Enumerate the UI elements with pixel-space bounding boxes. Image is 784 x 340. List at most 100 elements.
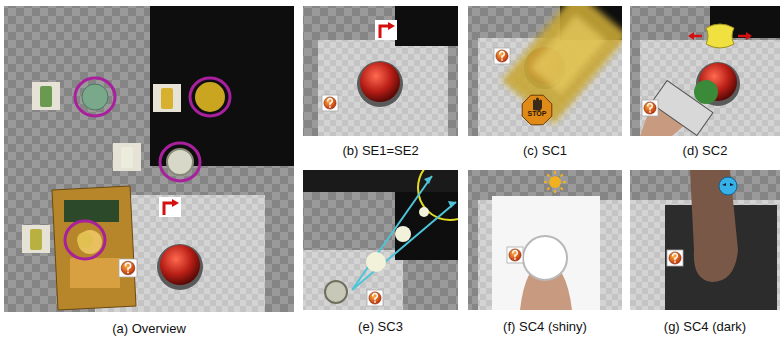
detection-ellipse: [190, 78, 230, 116]
arrow-head: [688, 32, 752, 40]
double-arrow: [690, 35, 750, 38]
icon-background: [119, 259, 137, 277]
sun-icon: [544, 171, 566, 193]
dark-cloth: [395, 6, 458, 46]
dark-cloth: [150, 6, 294, 166]
photo-panel: [4, 6, 294, 312]
yellow-can-top: [195, 82, 225, 112]
can-top: [325, 281, 347, 303]
arrow-icon: [159, 197, 181, 217]
snack-bag: [52, 186, 136, 310]
question-dot: [374, 301, 376, 303]
sun-rays: [544, 171, 566, 193]
question-mark: [500, 52, 505, 58]
green-cap: [694, 80, 718, 104]
bright-area: [492, 196, 600, 310]
question-icon: [667, 250, 683, 266]
stop-sign-text: STOP: [528, 110, 547, 118]
icon-background: [159, 197, 181, 217]
icon-disc: [669, 252, 681, 264]
icon-background: [322, 95, 338, 111]
trajectory-head: [424, 176, 456, 208]
arrow-head: [388, 22, 395, 30]
bag-print: [64, 200, 119, 222]
icon-disc: [509, 249, 521, 261]
icon-background: [367, 290, 383, 306]
button-base: [357, 61, 403, 107]
question-dot: [674, 261, 676, 263]
question-icon: [494, 48, 510, 64]
question-mark: [125, 263, 130, 270]
blurred-can-label: [530, 15, 606, 94]
bent-arrow: [164, 203, 173, 215]
panel-caption: (e) SC3: [358, 316, 403, 338]
dark-cloth: [303, 170, 458, 192]
button-base: [157, 244, 203, 290]
arrow-icon: [375, 20, 397, 40]
panel-caption: (d) SC2: [683, 140, 728, 162]
question-dot: [127, 271, 129, 273]
object-thumbnail: [32, 82, 60, 110]
icon-background: [494, 48, 510, 64]
icon-disc: [719, 177, 737, 195]
photo-panel: [468, 170, 622, 310]
question-dot: [329, 106, 331, 108]
icon-disc: [369, 292, 381, 304]
floor-background: [4, 6, 294, 312]
shiny-can: [523, 236, 567, 280]
red-button: [160, 245, 200, 285]
trajectory-point: [366, 252, 386, 272]
stop-octagon: [522, 95, 552, 125]
panel-caption: (f) SC4 (shiny): [503, 316, 587, 338]
question-dot: [501, 59, 503, 61]
question-mark: [673, 254, 678, 260]
question-mark: [513, 251, 518, 257]
image-panel: (d) SC2: [630, 6, 780, 162]
trajectory-wedge: [352, 176, 456, 290]
trajectory-point: [419, 207, 429, 217]
floor-background: [303, 170, 458, 310]
object-thumbnail: [153, 84, 181, 112]
panel-caption: (b) SE1=SE2: [342, 140, 418, 162]
sun-disc: [549, 176, 561, 188]
dark-icon: [719, 177, 737, 195]
detection-ellipse: [75, 78, 115, 116]
question-dot: [514, 258, 516, 260]
white-can-top: [167, 149, 193, 175]
blurred-can: [502, 6, 622, 124]
photo-panel: [303, 6, 458, 136]
question-icon: [642, 100, 658, 116]
icon-eyes: [722, 183, 734, 186]
arrow-head: [172, 199, 179, 207]
panel-caption: (g) SC4 (dark): [664, 316, 746, 338]
question-icon: [507, 247, 523, 263]
image-panel: (g) SC4 (dark): [630, 170, 780, 338]
icon-background: [667, 250, 683, 266]
question-icon: [367, 290, 383, 306]
question-icon: [322, 95, 338, 111]
icon-background: [507, 247, 523, 263]
detection-ellipse: [65, 221, 105, 259]
bag-print: [78, 230, 102, 254]
paper-sheet: [318, 40, 448, 136]
shape-icon: [706, 24, 734, 48]
photo-panel: [468, 6, 622, 136]
question-mark: [648, 104, 653, 110]
icon-disc: [644, 102, 656, 114]
question-mark: [328, 99, 333, 105]
thumbnail-object: [40, 86, 52, 107]
thumbnail-object: [161, 88, 173, 109]
floor-background: [630, 170, 780, 310]
thumbnail-object: [30, 229, 42, 250]
detection-ellipse: [160, 143, 200, 181]
image-panel: (c) SC1: [468, 6, 622, 162]
panel-caption: (c) SC1: [523, 140, 567, 162]
object-thumbnail: [113, 143, 141, 171]
photo-panel: [630, 6, 780, 136]
question-dot: [649, 111, 651, 113]
icon-background: [642, 100, 658, 116]
thumbnail-object: [121, 147, 133, 168]
icon-disc: [496, 50, 508, 62]
